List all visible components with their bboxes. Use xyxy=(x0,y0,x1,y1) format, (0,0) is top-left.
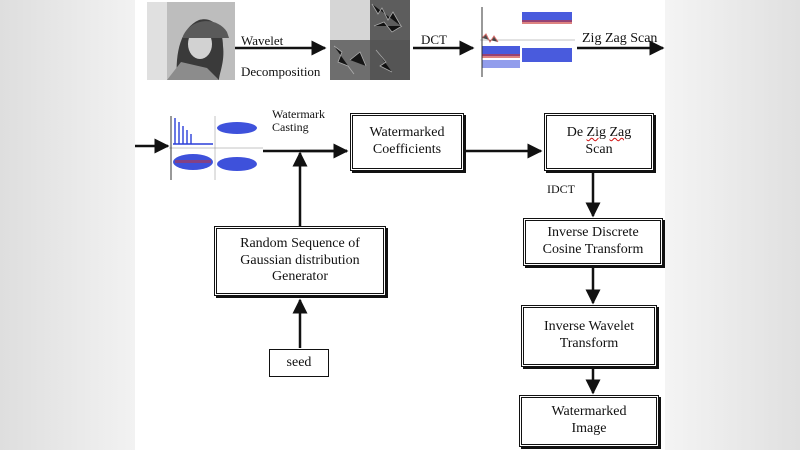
wavelet-decomposition-thumbnail xyxy=(330,0,410,80)
watermarked-coefficients-line-2: Coefficients xyxy=(372,142,442,157)
right-backdrop xyxy=(665,0,800,450)
wavelet-subbands xyxy=(330,0,410,80)
inverse-wavelet-line-2: Transform xyxy=(559,336,619,351)
decomposition-label: Decomposition xyxy=(241,64,321,79)
generator-line-3: Generator xyxy=(272,269,328,285)
idct-label: IDCT xyxy=(547,182,575,196)
connector-arrows xyxy=(135,40,665,395)
dct-label: DCT xyxy=(421,32,447,47)
watermarked-coefficients-line-1: Watermarked xyxy=(369,125,445,141)
watermarked-image-line-1: Watermarked xyxy=(551,404,627,420)
watermarked-image-box: Watermarked Image xyxy=(519,395,659,447)
watermark-casting-label: Watermark Casting xyxy=(272,108,325,133)
zigzag-scan-label: Zig Zag Scan xyxy=(582,31,658,46)
random-sequence-generator-box: Random Sequence of Gaussian distribution… xyxy=(214,226,386,296)
zig-word: Zig xyxy=(586,125,606,141)
generator-line-2: Gaussian distribution xyxy=(240,252,360,268)
de-word: De xyxy=(566,125,587,141)
generator-line-1: Random Sequence of xyxy=(240,235,360,251)
left-backdrop xyxy=(0,0,135,450)
watermark-casting-line-2: Casting xyxy=(272,119,309,134)
zigzag-signal-plot xyxy=(169,116,263,180)
watermarked-image-line-2: Image xyxy=(571,421,607,436)
portrait-shape xyxy=(147,2,235,80)
wavelet-label: Wavelet xyxy=(241,33,284,48)
de-zigzag-line-2: Scan xyxy=(585,142,613,157)
seed-box: seed xyxy=(269,349,329,377)
inverse-wavelet-transform-box: Inverse Wavelet Transform xyxy=(521,305,657,367)
watermark-casting-line-1: Watermark xyxy=(272,107,326,121)
seed-label: seed xyxy=(286,354,312,370)
diagram-canvas: Wavelet Decomposition DCT Zig Zag Scan W… xyxy=(135,0,665,450)
inverse-wavelet-line-1: Inverse Wavelet xyxy=(544,319,634,335)
de-zigzag-line-1: De Zig Zag xyxy=(567,125,632,142)
dct-coefficients-thumbnail xyxy=(480,2,575,80)
inverse-dct-line-2: Cosine Transform xyxy=(542,242,644,257)
original-image-thumbnail xyxy=(147,2,235,80)
watermarked-coefficients-box: Watermarked Coefficients xyxy=(350,113,464,171)
zigzag-signal-thumbnail xyxy=(169,114,263,182)
zag-word: Zag xyxy=(609,125,632,141)
dct-signal-plot xyxy=(480,7,575,77)
inverse-dct-box: Inverse Discrete Cosine Transform xyxy=(523,218,663,266)
de-zigzag-scan-box: De Zig Zag Scan xyxy=(544,113,654,171)
inverse-dct-line-1: Inverse Discrete xyxy=(547,225,639,241)
